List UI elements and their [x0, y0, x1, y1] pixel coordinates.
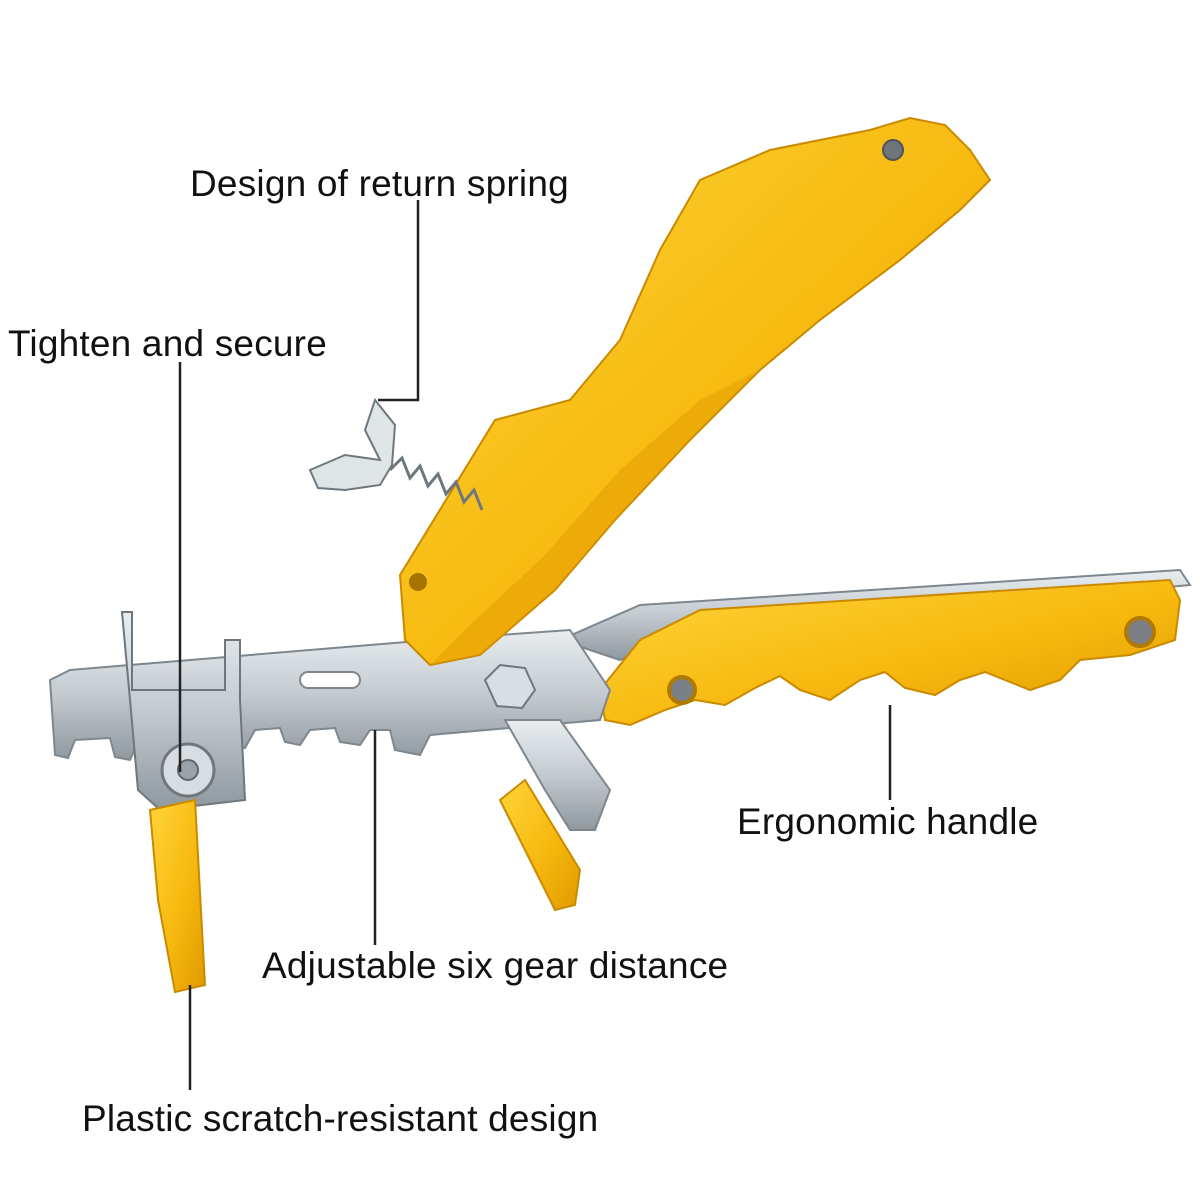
handle-hole-rear — [1124, 616, 1156, 648]
callout-return-spring: Design of return spring — [190, 163, 569, 204]
upper-handle — [398, 116, 992, 667]
ergonomic-handle-grip — [598, 578, 1182, 727]
upper-handle-rivet — [882, 139, 904, 161]
upper-handle-hole — [409, 573, 427, 591]
adjustment-slot — [299, 671, 361, 689]
rear-plastic-pad — [148, 798, 207, 994]
handle-hole-front — [667, 675, 697, 705]
callout-ergonomic-handle: Ergonomic handle — [737, 801, 1039, 842]
leader-return-spring — [378, 200, 420, 402]
callout-plastic-design: Plastic scratch-resistant design — [82, 1098, 599, 1139]
callout-tighten-secure: Tighten and secure — [8, 323, 327, 364]
wing-screw — [308, 397, 397, 492]
front-jaw-metal — [503, 719, 612, 831]
clamp-bracket — [120, 611, 247, 812]
front-jaw-plastic-pad — [498, 778, 582, 912]
clamp-bolt-head — [177, 759, 199, 781]
upper-handle-shade — [430, 370, 760, 665]
pivot-bolt — [483, 663, 537, 710]
leader-lines — [178, 200, 892, 1090]
callout-six-gear: Adjustable six gear distance — [262, 945, 729, 986]
return-spring — [388, 455, 484, 511]
